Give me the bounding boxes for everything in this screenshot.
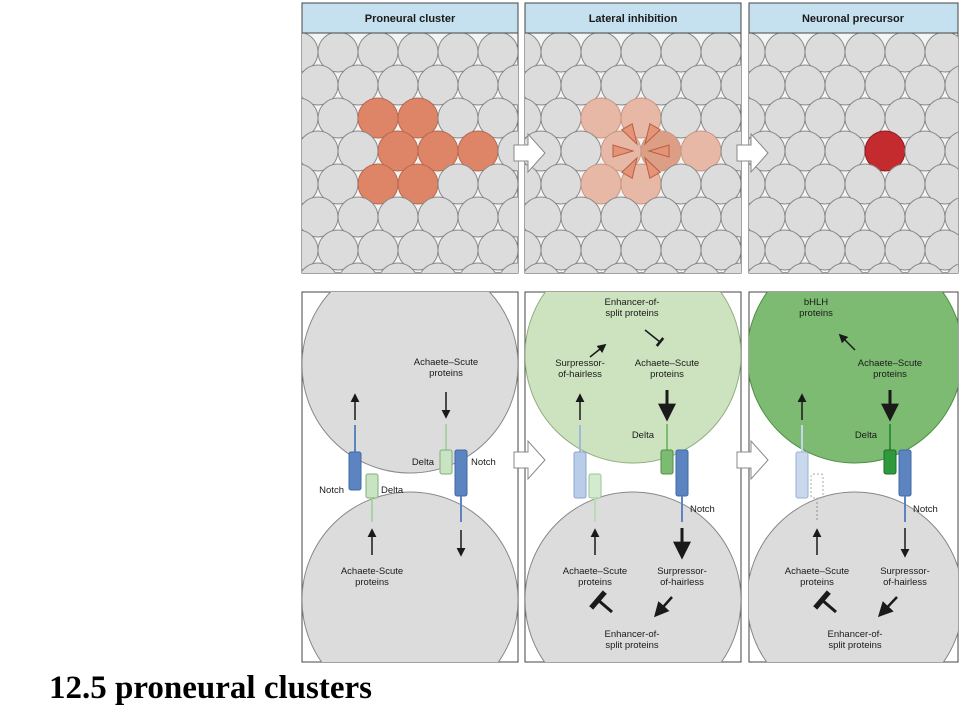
inhibition-arrow [612,144,635,158]
inhibition-arrow [644,122,662,146]
cell [460,262,496,273]
upper-cell [749,292,958,464]
delta-label: Delta [381,485,404,496]
suppressor-of-hairless-label: Surpressor-of-hairless [657,566,707,588]
cell [683,262,719,273]
notch-receptor [454,449,468,497]
cell [827,262,863,273]
notch-receptor [795,451,809,499]
cell [924,163,958,205]
lower-cell [302,491,518,662]
inhibition-arrow [620,156,638,180]
suppressor-of-hairless-label: Surpressor-of-hairless [555,358,605,380]
delta-ligand [660,449,674,475]
inhibition-arrow [620,122,638,146]
delta-ligand [439,449,453,475]
cell [924,229,958,271]
transition-arrow-bottom-1 [513,439,546,481]
suppressor-of-hairless-label: Surpressor-of-hairless [880,566,930,588]
cell [720,64,741,106]
transition-arrow-top-1 [513,132,546,174]
cell [700,97,741,139]
inhibition-arrow [644,156,662,180]
cell [907,262,943,273]
epithelial-cell-grid [525,31,741,273]
cell [944,131,958,171]
cell [497,130,518,172]
cell [700,163,741,205]
cell [302,262,336,273]
panel-header-lateral-inhibition: Lateral inhibition [589,13,678,25]
notch-label: Notch [319,485,344,496]
cell [420,262,456,273]
notch-label: Notch [471,457,496,468]
cell [944,197,958,237]
cell [477,97,518,139]
cell [563,262,599,273]
upper-panel-neuronal-precursor: Neuronal precursor [748,2,959,274]
delta-ligand [588,473,602,499]
panel-header-proneural-cluster: Proneural cluster [365,13,456,25]
inhibition-arrow [647,144,670,158]
upper-panel-proneural-cluster: Proneural cluster [301,2,519,274]
lower-cell [525,491,741,662]
cell [525,262,559,273]
delta-ligand [883,449,897,475]
enhancer-of-split-label: Enhancer-of-split proteins [605,629,660,651]
inhibition-arrows [612,122,670,180]
cell [787,262,823,273]
epithelial-cell-grid [302,31,518,273]
upper-cell [302,292,518,474]
delta-ligand [365,473,379,499]
epithelial-cell-grid [749,31,958,273]
delta-label: Delta [632,430,655,441]
cell [477,163,518,205]
cell [944,65,958,105]
cell [380,262,416,273]
cell [749,262,783,273]
delta-label: Delta [412,457,435,468]
cell [603,262,639,273]
cell [477,229,518,271]
cell [867,262,903,273]
cell [643,262,679,273]
cell [497,64,518,106]
enhancer-of-split-label: Enhancer-of-split proteins [605,297,660,319]
panel-header-neuronal-precursor: Neuronal precursor [802,13,905,25]
notch-receptor [675,449,689,497]
cell [700,229,741,271]
cell [500,262,518,273]
notch-receptor [348,451,362,491]
cell [497,196,518,238]
enhancer-of-split-label: Enhancer-of-split proteins [828,629,883,651]
cell [340,262,376,273]
cell [723,262,741,273]
delta-label: Delta [855,430,878,441]
figure-caption: 12.5 proneural clusters [49,670,372,706]
notch-receptor [573,451,587,499]
cell [924,97,958,139]
lower-cell [749,491,958,662]
cell [720,130,741,172]
lower-panel-lateral-inhibition: Enhancer-of-split proteins Surpressor-of… [524,291,742,663]
notch-receptor [898,449,912,497]
cell [947,263,958,273]
transition-arrow-bottom-2 [736,439,769,481]
transition-arrow-top-2 [736,132,769,174]
upper-cell [525,292,741,464]
notch-label: Notch [913,504,938,515]
upper-panel-lateral-inhibition: Lateral inhibition [524,2,742,274]
notch-label: Notch [690,504,715,515]
cell [720,196,741,238]
